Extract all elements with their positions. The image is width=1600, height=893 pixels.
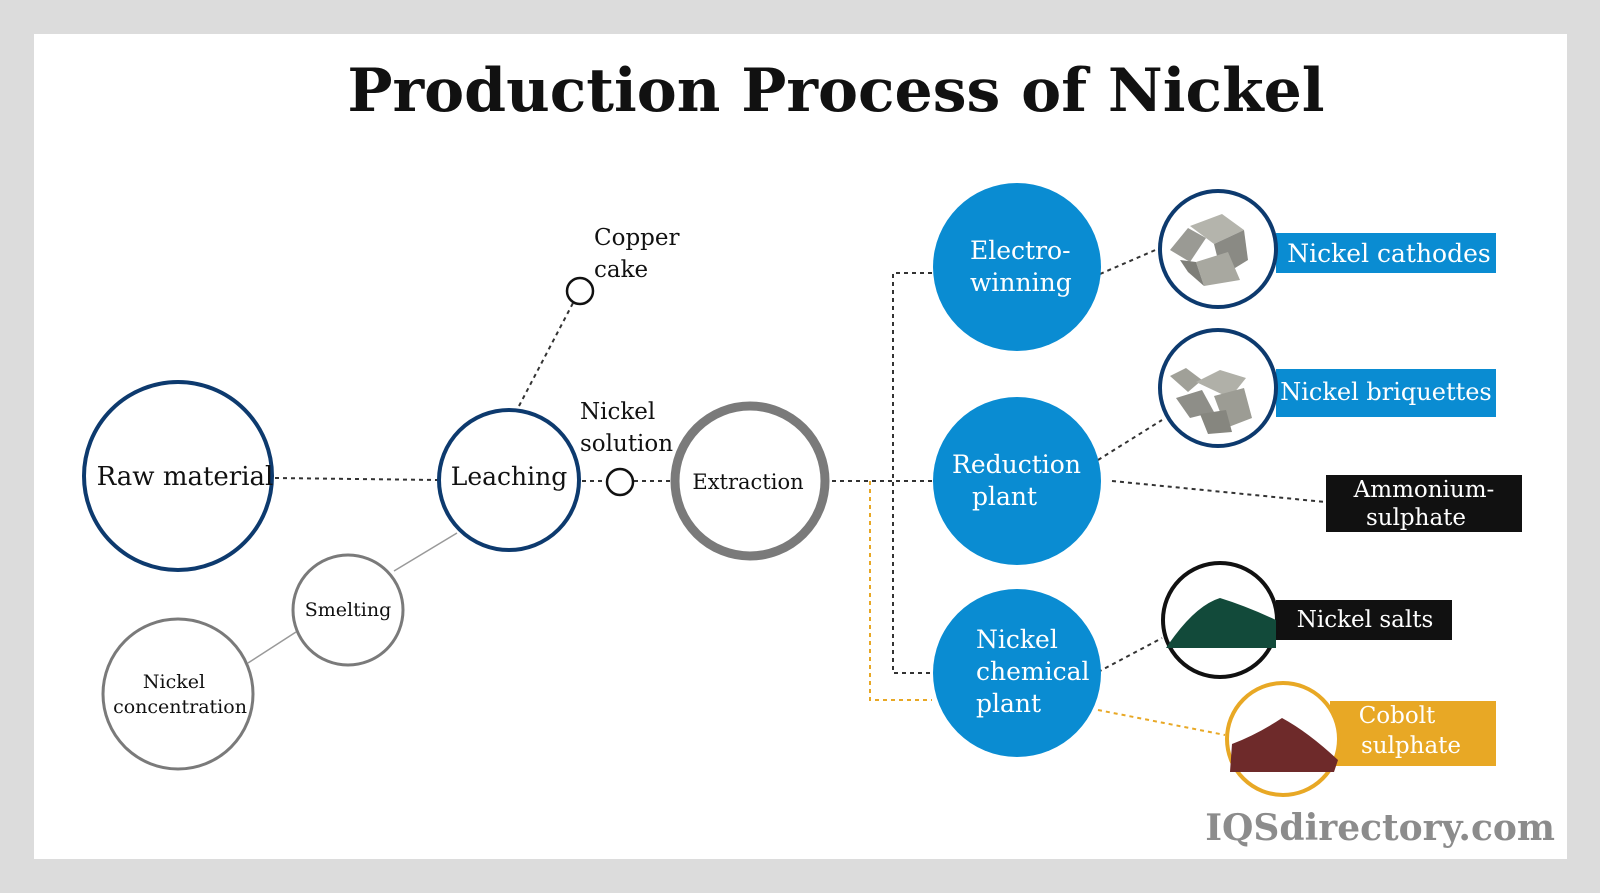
smelting-label: Smelting	[305, 599, 391, 621]
nickel-solution-label-line1: Nickel	[580, 399, 655, 425]
nickel-solution-label-line2: solution	[580, 431, 673, 457]
ammonium-sulphate-label-line2: sulphate	[1366, 505, 1466, 531]
chemical-plant-label-line3: plant	[976, 689, 1041, 718]
connector-raw-leaching	[274, 477, 438, 481]
cobolt-sulphate-label-line2: sulphate	[1361, 733, 1461, 759]
raw-material-label: Raw material	[97, 462, 274, 492]
connector-leaching-coppercake	[518, 302, 574, 407]
connectors	[247, 247, 1326, 736]
connector-chemical-cobolt	[1097, 709, 1226, 736]
product-nickel-briquettes: Nickel briquettes	[1158, 328, 1496, 448]
nickel-concentration-label-line2: concentration	[113, 696, 247, 718]
reduction-plant-label-line2: plant	[972, 482, 1037, 511]
ammonium-sulphate-label-line1: Ammonium-	[1353, 477, 1495, 503]
connector-reduction-briquettes	[1097, 419, 1163, 461]
nickel-salts-icon	[1166, 598, 1276, 648]
nickel-salts-label: Nickel salts	[1297, 607, 1434, 633]
connector-leaching-smelting	[393, 532, 458, 572]
node-leaching: Leaching	[437, 408, 581, 552]
nickel-cathodes-label: Nickel cathodes	[1287, 239, 1491, 268]
node-nickel-solution: Nickel solution	[580, 399, 673, 497]
node-extraction: Extraction	[670, 401, 830, 561]
nickel-concentration-label-line1: Nickel	[143, 671, 205, 693]
product-nickel-cathodes: Nickel cathodes	[1158, 189, 1496, 309]
product-cobolt-sulphate: Cobolt sulphate	[1225, 681, 1496, 797]
page-title: Production Process of Nickel	[347, 56, 1324, 126]
extraction-label: Extraction	[692, 470, 803, 494]
electrowinning-label-line1: Electro-	[970, 236, 1071, 265]
connector-electro-cathodes	[1099, 247, 1161, 275]
chemical-plant-label-line2: chemical	[976, 657, 1090, 686]
node-copper-cake: Copper cake	[565, 225, 680, 306]
product-ammonium-sulphate: Ammonium- sulphate	[1326, 475, 1522, 532]
watermark-logo: IQSdirectory.com	[1205, 807, 1555, 849]
nickel-briquettes-icon	[1170, 368, 1252, 434]
connector-chemical-salts	[1097, 637, 1163, 673]
chemical-plant-label-line1: Nickel	[976, 625, 1058, 654]
leaching-label: Leaching	[451, 462, 568, 491]
product-nickel-salts: Nickel salts	[1161, 561, 1452, 679]
nickel-cathodes-icon	[1170, 214, 1248, 286]
node-nickel-concentration: Nickel concentration	[101, 617, 255, 771]
connector-bus-vertical	[892, 272, 932, 674]
node-smelting: Smelting	[291, 553, 405, 667]
nickel-briquettes-label: Nickel briquettes	[1280, 378, 1492, 406]
cobolt-sulphate-label-line1: Cobolt	[1359, 703, 1436, 729]
node-electrowinning: Electro- winning	[933, 183, 1101, 351]
node-raw-material: Raw material	[82, 380, 274, 572]
copper-cake-label-line1: Copper	[594, 225, 680, 251]
node-reduction-plant: Reduction plant	[933, 397, 1101, 565]
reduction-plant-label-line1: Reduction	[952, 450, 1081, 479]
connector-extraction-chemical-yellow	[869, 481, 932, 701]
cobolt-sulphate-icon	[1230, 718, 1338, 772]
copper-cake-label-line2: cake	[594, 257, 648, 283]
electrowinning-label-line2: winning	[970, 268, 1072, 297]
node-nickel-chemical-plant: Nickel chemical plant	[933, 589, 1101, 757]
connector-smelting-concentration	[247, 631, 297, 664]
connector-reduction-ammonium	[1111, 480, 1326, 503]
